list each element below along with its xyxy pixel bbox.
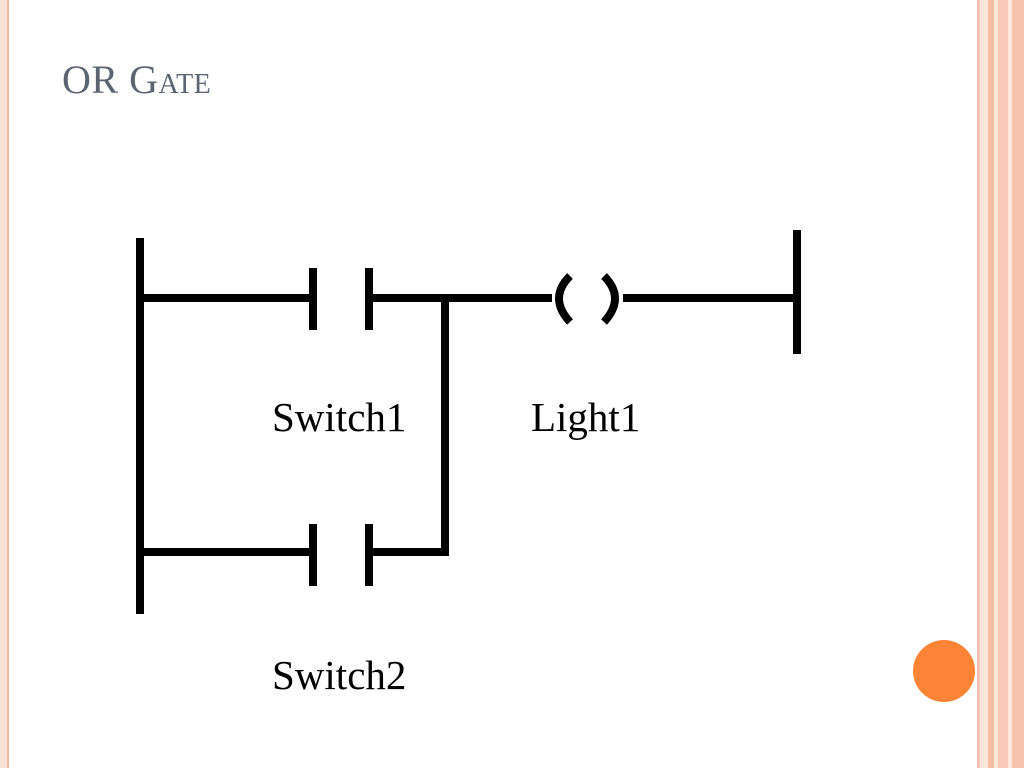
- right-border-stripe: [998, 0, 1008, 768]
- right-border-stripe: [994, 0, 998, 768]
- switch2-label: Switch2: [272, 652, 406, 698]
- light1-coil-right-arc: [600, 273, 619, 325]
- accent-dot: [913, 640, 975, 702]
- light1-coil-left-arc: [555, 273, 574, 325]
- right-border-stripe: [1008, 0, 1012, 768]
- slide-title: OR Gate: [62, 57, 212, 102]
- light1-label: Light1: [531, 394, 640, 440]
- left-border: [0, 0, 7, 768]
- right-border-stripe: [980, 0, 988, 768]
- right-border-stripe: [1012, 0, 1024, 768]
- right-border-stripe: [988, 0, 994, 768]
- right-border-stripe: [977, 0, 980, 768]
- left-border-line: [7, 0, 9, 768]
- switch1-label: Switch1: [272, 394, 406, 440]
